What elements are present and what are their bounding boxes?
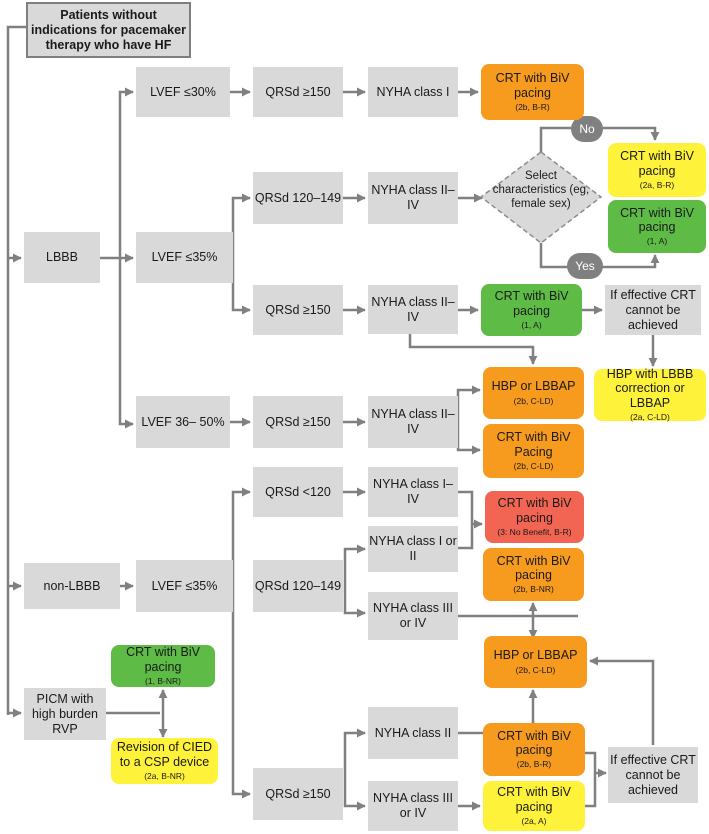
arrow <box>6 25 26 715</box>
arrow <box>456 385 481 422</box>
rec-crt-biv-2a-a: CRT with BiV pacing(2a, A) <box>483 781 585 831</box>
nyha-ii-iv-b-box: NYHA class II– IV <box>368 285 458 334</box>
lvef-36-50-box: LVEF 36– 50% <box>136 396 230 448</box>
root-patients-box: Patients without indications for pacemak… <box>26 2 191 58</box>
qrs-ge150-a-box: QRSd ≥150 <box>253 67 343 117</box>
arrow <box>343 728 366 794</box>
yes-label: Yes <box>567 253 603 279</box>
rec-crt-biv-1a-lower: CRT with BiV pacing(1, A) <box>481 284 582 336</box>
picm-box: PICM with high burden RVP <box>24 688 106 740</box>
arrow <box>458 490 482 550</box>
nyha-class-ii-box: NYHA class II <box>368 707 458 759</box>
rec-crt-biv-1-bnr: CRT with BiV pacing(1, B-NR) <box>111 645 215 687</box>
arrow <box>343 794 366 811</box>
nonlbbb-box: non-LBBB <box>24 563 120 609</box>
nyha-i-or-ii-box: NYHA class I or II <box>368 526 458 572</box>
arrow <box>231 586 251 799</box>
rec-crt-biv-1a-upper: CRT with BiV pacing(1, A) <box>608 200 706 253</box>
lvef-le30-box: LVEF ≤30% <box>136 67 230 117</box>
no-label: No <box>571 116 603 142</box>
nyha-ii-iv-c-box: NYHA class II– IV <box>368 396 458 448</box>
arrow <box>231 193 251 258</box>
nyha-iii-or-iv-a-box: NYHA class III or IV <box>368 592 458 640</box>
rec-hbp-lbbb-correction: HBP with LBBB correction or LBBAP(2a, C-… <box>594 367 706 422</box>
arrow <box>408 334 538 365</box>
qrs-120-149-a-box: QRSd 120–149 <box>253 172 343 224</box>
diamond-label: Select characteristics (eg, female sex) <box>492 170 590 210</box>
rec-crt-biv-2a-br: CRT with BiV pacing(2a, B-R) <box>608 143 706 197</box>
arrow <box>118 87 134 258</box>
rec-crt-biv-pacing-2b-cld: CRT with BiV Pacing(2b, C-LD) <box>483 424 584 478</box>
lvef-le35-nonlbbb-box: LVEF ≤35% <box>136 560 233 612</box>
nyha-iii-or-iv-b-box: NYHA class III or IV <box>368 781 458 831</box>
qrs-ge150-c-box: QRSd ≥150 <box>253 396 343 448</box>
qrs-lt120-box: QRSd <120 <box>253 467 343 517</box>
rec-crt-biv-no-benefit: CRT with BiV pacing(3: No Benefit, B-R) <box>485 491 584 543</box>
qrs-ge150-d-box: QRSd ≥150 <box>253 768 343 820</box>
rec-crt-biv-2b-bnr: CRT with BiV pacing(2b, B-NR) <box>483 548 584 601</box>
arrow <box>589 656 655 745</box>
arrow <box>343 586 366 618</box>
arrow <box>585 751 606 808</box>
arrow <box>118 258 134 429</box>
rec-revision-cied-csp: Revision of CIED to a CSP device(2a, B-N… <box>111 738 218 784</box>
nyha-ii-iv-a-box: NYHA class II– IV <box>368 172 458 224</box>
rec-hbp-lbbap-2b-lower: HBP or LBBAP(2b, C-LD) <box>484 636 587 688</box>
arrow <box>231 487 251 586</box>
lbbb-box: LBBB <box>24 232 100 283</box>
select-characteristics-diamond <box>479 151 603 244</box>
arrow <box>456 422 481 455</box>
qrs-120-149-b-box: QRSd 120–149 <box>253 560 343 612</box>
arrow <box>343 544 366 586</box>
if-effective-crt-top: If effective CRT cannot be achieved <box>605 285 701 335</box>
if-effective-crt-bottom: If effective CRT cannot be achieved <box>608 747 698 803</box>
qrs-ge150-b-box: QRSd ≥150 <box>253 285 343 335</box>
nyha-class-i-box: NYHA class I <box>368 67 458 117</box>
rec-crt-biv-2b-br-bottom: CRT with BiV pacing(2b, B-R) <box>483 723 585 776</box>
lvef-le35-lbbb-box: LVEF ≤35% <box>136 232 233 283</box>
nyha-i-iv-box: NYHA class I– IV <box>368 467 458 517</box>
arrow <box>231 258 251 315</box>
rec-hbp-lbbap-2b-upper: HBP or LBBAP(2b, C-LD) <box>483 367 584 419</box>
rec-crt-biv-2b-br-top: CRT with BiV pacing(2b, B-R) <box>481 64 584 120</box>
